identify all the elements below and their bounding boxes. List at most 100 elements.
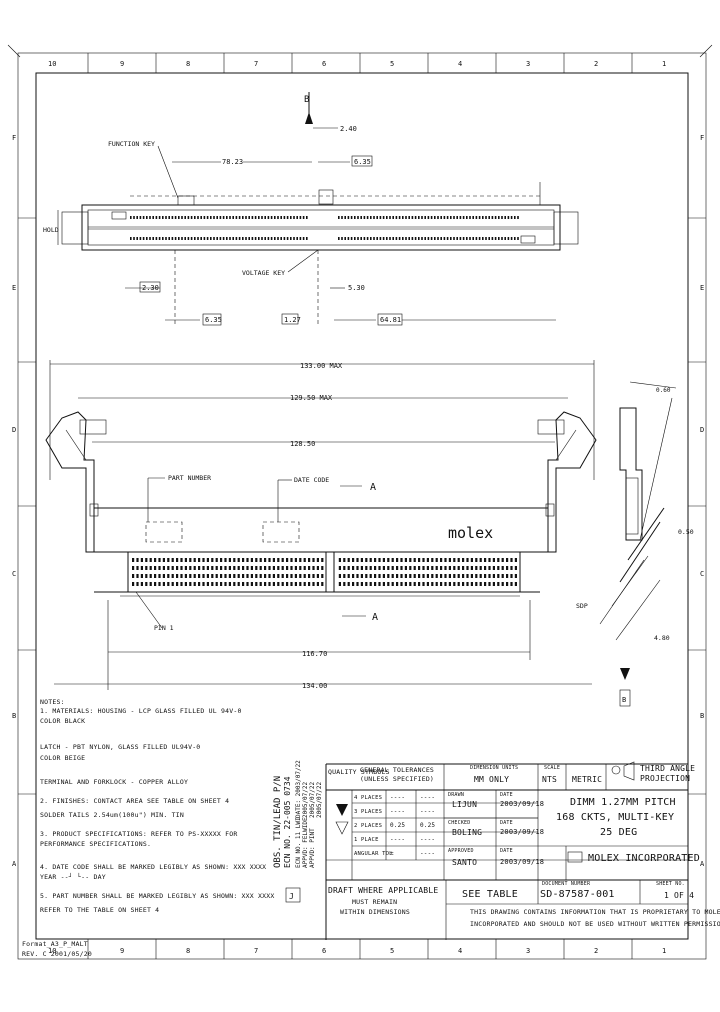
row-label-D-right: D: [700, 426, 704, 434]
checked-date: 2003/09/18: [500, 828, 545, 836]
row-label-B-left: B: [12, 712, 16, 720]
dim-0-60: 0.60: [656, 387, 671, 394]
top-view: B 2.40 FUNCTION KEY 78.23 6.35 HOLD: [43, 92, 579, 326]
tolerance-plus: ----: [390, 808, 406, 815]
label-hold: HOLD: [43, 226, 59, 234]
column-label-8-top: 8: [186, 60, 190, 68]
label-voltage-key: VOLTAGE KEY: [242, 269, 285, 277]
third-angle-icon: [611, 765, 621, 775]
dim-78-23: 78.23: [222, 158, 243, 166]
title-block-grid: [325, 761, 688, 940]
stamp-line-5: APPVD: PINT: [309, 828, 316, 868]
column-label-6-top: 6: [322, 60, 326, 68]
quality-symbol-2-icon: [335, 821, 349, 835]
label-pin-1: PIN 1: [154, 624, 174, 632]
column-label-1-top: 1: [662, 60, 666, 68]
title-line-2: 168 CKTS, MULTI-KEY: [556, 812, 675, 823]
label-date-code: DATE CODE: [294, 476, 329, 484]
column-label-2-bottom: 2: [594, 947, 598, 955]
dim-133-max: 133.00 MAX: [300, 362, 343, 370]
checked-label: CHECKED: [448, 820, 471, 826]
note-line: 5. PART NUMBER SHALL BE MARKED LEGIBLY A…: [40, 892, 275, 900]
draft-note-2: MUST REMAIN: [352, 898, 398, 906]
label-sdp: SDP: [576, 602, 588, 610]
stamp-line-1: OBS. TIN/LEAD P/N: [273, 776, 283, 868]
format-template: Format_A3_P_MALT: [22, 940, 88, 948]
column-label-9-top: 9: [120, 60, 124, 68]
title-line-3: 25 DEG: [600, 827, 638, 838]
section-mark-side: B: [622, 696, 626, 704]
scale-value: NTS: [542, 775, 558, 784]
sheet-number: 1 OF 4: [664, 891, 695, 900]
tolerance-places: 2 PLACES: [354, 823, 383, 829]
column-label-7-bottom: 7: [254, 947, 258, 955]
row-label-A-right: A: [700, 860, 705, 868]
column-label-6-bottom: 6: [322, 947, 326, 955]
stamp-line-8: 2005/07/22: [309, 781, 316, 818]
units-label: DIMENSION UNITS: [470, 765, 519, 771]
note-line: SOLDER TAILS 2.54um(100u") MIN. TIN: [40, 811, 184, 819]
note-line: 2. FINISHES: CONTACT AREA SEE TABLE ON S…: [40, 797, 230, 805]
tolerance-places: 1 PLACE: [354, 837, 379, 843]
label-0-50: 0.50: [678, 528, 694, 536]
checked-date-label: DATE: [500, 820, 513, 826]
stamp-line-2: ECN NO. 22-005 0734: [283, 776, 292, 868]
drawn-label: DRAWN: [448, 792, 465, 798]
stamp-line-4: APPVD: FELWIDE: [302, 817, 309, 868]
quality-symbol-1-icon: [336, 804, 348, 816]
tolerance-minus: ----: [420, 850, 436, 857]
proprietary-2: INCORPORATED AND SHOULD NOT BE USED WITH…: [470, 920, 720, 928]
tolerance-plus: ±: [390, 850, 394, 857]
column-label-5-top: 5: [390, 60, 394, 68]
row-label-C-left: C: [12, 570, 16, 578]
tolerance-plus: ----: [390, 794, 406, 801]
tolerance-plus: 0.25: [390, 822, 406, 829]
scale-label: SCALE: [544, 765, 561, 771]
row-label-B-right: B: [700, 712, 704, 720]
draft-note-1: DRAFT WHERE APPLICABLE: [328, 886, 439, 895]
dim-2-30: 2.30: [142, 284, 159, 292]
company-name: MOLEX INCORPORATED: [588, 853, 700, 864]
column-label-10-bottom: 10: [48, 947, 56, 955]
stamp-line-9: 2005/07/22: [316, 781, 323, 818]
drawn-date: 2003/09/18: [500, 800, 545, 808]
stamp-line-6: DATE: 2003/07/22: [295, 760, 302, 818]
notes-title: NOTES:: [40, 698, 65, 706]
format-date: REV. C 2001/05/20: [22, 950, 92, 958]
doc-number-label: DOCUMENT NUMBER: [542, 881, 591, 887]
document-number: SD-87587-001: [540, 889, 615, 900]
note-line: 1. MATERIALS: HOUSING - LCP GLASS FILLED…: [40, 707, 242, 715]
sheet-label: SHEET NO.: [656, 881, 685, 887]
metric-label: METRIC: [572, 775, 603, 784]
tolerance-places: 3 PLACES: [354, 809, 383, 815]
column-label-3-top: 3: [526, 60, 530, 68]
column-label-4-top: 4: [458, 60, 462, 68]
projection-2: PROJECTION: [640, 774, 691, 783]
row-label-A-left: A: [12, 860, 17, 868]
note-line: YEAR --┘ └-- DAY: [40, 873, 106, 881]
dim-64-81: 64.81: [380, 316, 401, 324]
row-label-F-left: F: [12, 134, 16, 142]
column-label-8-bottom: 8: [186, 947, 190, 955]
approved-date: 2003/09/18: [500, 858, 545, 866]
section-mark-a-top: A: [370, 482, 376, 493]
approved-label: APPROVED: [448, 848, 474, 854]
dim-134-00: 134.00: [302, 682, 327, 690]
checked-by: BOLING: [452, 828, 483, 837]
tolerance-places: ANGULAR TOL: [354, 851, 393, 857]
note-line: LATCH - PBT NYLON, GLASS FILLED UL94V-0: [40, 743, 201, 751]
projection-1: THIRD ANGLE: [640, 764, 696, 773]
row-label-F-right: F: [700, 134, 704, 142]
units-value: MM ONLY: [474, 775, 510, 784]
drawn-date-label: DATE: [500, 792, 513, 798]
revision-stamp: OBS. TIN/LEAD P/N ECN NO. 22-005 0734 EC…: [273, 760, 323, 868]
column-label-1-bottom: 1: [662, 947, 666, 955]
note-line: PERFORMANCE SPECIFICATIONS.: [40, 840, 152, 848]
row-label-E-left: E: [12, 284, 16, 292]
title-line-1: DIMM 1.27MM PITCH: [570, 797, 676, 808]
approved-by: SANTO: [452, 858, 478, 867]
column-label-10-top: 10: [48, 60, 56, 68]
